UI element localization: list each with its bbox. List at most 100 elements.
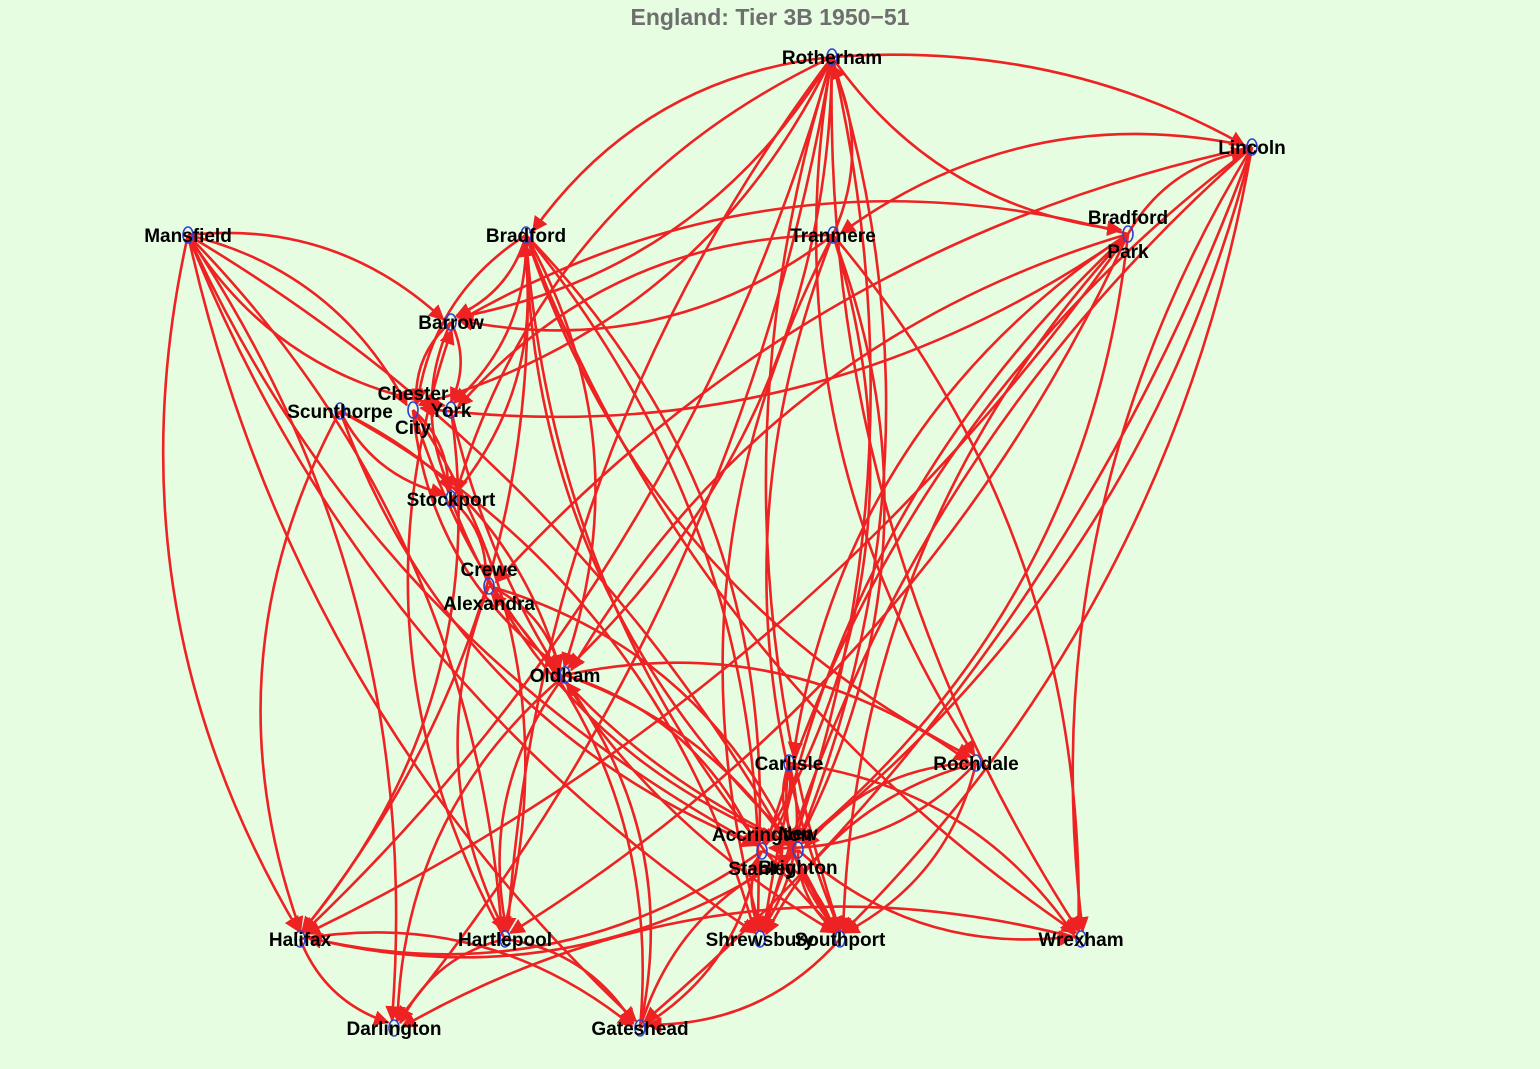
node-carlisle[interactable]: Carlisle (755, 754, 824, 775)
node-york[interactable]: York (431, 401, 472, 422)
edge-oldham-to-southport (564, 673, 837, 935)
edge-tranmere-to-wrexham (832, 234, 1087, 934)
node-scunthorpe[interactable]: Scunthorpe (287, 402, 393, 423)
node-label: Alexandra (443, 594, 535, 615)
node-lincoln[interactable]: Lincoln (1218, 138, 1286, 159)
node-marker (499, 930, 511, 948)
node-label: Bradford (486, 226, 566, 247)
node-label: York (431, 401, 472, 422)
node-shrewsbury[interactable]: Shrewsbury (706, 930, 815, 951)
node-southport[interactable]: Southport (795, 930, 886, 951)
node-label: Barrow (418, 313, 484, 334)
node-marker (792, 841, 804, 859)
node-marker (407, 401, 419, 419)
edge-hartlepool-to-darlington (399, 937, 506, 1025)
edge-rotherham-to-chester-city (417, 56, 834, 409)
node-label: Oldham (530, 666, 601, 687)
node-oldham[interactable]: Oldham (530, 666, 601, 687)
edge-bradford-park-to-lincoln (1126, 146, 1247, 235)
node-hartlepool[interactable]: Hartlepool (458, 930, 552, 951)
edge-mansfield-to-barrow (187, 231, 445, 321)
edge-rotherham-to-barrow (456, 56, 834, 323)
edge-mansfield-to-chester-city (187, 233, 408, 407)
edge-scunthorpe-to-oldham (339, 409, 564, 671)
node-marker (756, 842, 768, 860)
node-halifax[interactable]: Halifax (269, 930, 332, 951)
node-marker (826, 48, 838, 66)
edge-rotherham-to-rochdale (814, 56, 976, 757)
edge-lincoln-to-new-brighton (801, 146, 1254, 845)
edge-scunthorpe-to-halifax (259, 410, 342, 933)
edge-mansfield-to-darlington (186, 234, 401, 1022)
edge-hartlepool-to-gateshead (504, 937, 635, 1025)
edge-rotherham-to-wrexham (830, 56, 1080, 933)
node-label: Tranmere (790, 226, 876, 247)
edge-york-to-halifax (301, 409, 460, 933)
node-rochdale[interactable]: Rochdale (933, 754, 1019, 775)
node-marker (1122, 225, 1134, 243)
edge-halifax-to-darlington (298, 938, 390, 1026)
node-barrow[interactable]: Barrow (418, 313, 484, 334)
edge-rotherham-to-hartlepool (500, 56, 834, 934)
node-marker (754, 930, 766, 948)
edge-barrow-to-york (449, 321, 465, 404)
edge-mansfield-to-halifax (161, 234, 300, 933)
node-marker (294, 930, 306, 948)
edge-rochdale-to-new-brighton (804, 761, 977, 848)
node-label: Southport (795, 930, 886, 951)
edge-southport-to-gateshead (645, 938, 841, 1033)
edge-bradford-park-to-halifax (304, 233, 1130, 935)
node-label: Halifax (269, 930, 332, 951)
edge-tranmere-to-york (457, 233, 834, 408)
edge-bradford-to-southport (524, 234, 838, 933)
node-marker (783, 754, 795, 772)
edge-oldham-to-rochdale (564, 661, 970, 763)
node-label: Shrewsbury (706, 930, 815, 951)
node-marker (834, 930, 846, 948)
node-stockport[interactable]: Stockport (407, 490, 496, 511)
edge-bradford-park-to-new-brighton (800, 233, 1130, 844)
node-bradford[interactable]: Bradford (486, 226, 566, 247)
edge-bradford-to-wrexham (524, 234, 1078, 934)
node-label: Accrington (712, 825, 812, 846)
node-label: Hartlepool (458, 930, 552, 951)
node-label: Bradford (1088, 208, 1168, 229)
edge-rotherham-to-southport (764, 56, 843, 933)
edge-carlisle-to-new-brighton (781, 762, 799, 844)
node-marker (1075, 930, 1087, 948)
node-marker (388, 1019, 400, 1037)
node-label: Wrexham (1038, 930, 1123, 951)
edge-mansfield-to-gateshead (186, 234, 638, 1023)
node-mansfield[interactable]: Mansfield (144, 226, 232, 247)
node-label: Brighton (758, 858, 837, 879)
edge-bradford-park-to-chester-city (419, 232, 1129, 419)
edge-rochdale-to-shrewsbury (765, 761, 977, 936)
edge-crewe-alexandra-to-new-brighton (488, 584, 794, 847)
edge-lincoln-to-gateshead (643, 146, 1254, 1023)
node-tranmere[interactable]: Tranmere (790, 226, 876, 247)
node-darlington[interactable]: Darlington (347, 1019, 442, 1040)
node-gateshead[interactable]: Gateshead (591, 1019, 688, 1040)
node-rotherham[interactable]: Rotherham (782, 48, 882, 69)
node-marker (827, 226, 839, 244)
edge-rotherham-to-shrewsbury (758, 56, 872, 933)
edge-hartlepool-to-barrow (406, 328, 507, 940)
node-label: Mansfield (144, 226, 232, 247)
edge-crewe-alexandra-to-hartlepool (456, 585, 506, 933)
node-label: Darlington (347, 1019, 442, 1040)
node-marker (970, 754, 982, 772)
node-wrexham[interactable]: Wrexham (1038, 930, 1123, 951)
edge-rotherham-to-bradford-park (830, 56, 1123, 237)
edge-scunthorpe-to-shrewsbury (339, 409, 759, 935)
node-label: Stanley (728, 859, 796, 880)
edge-halifax-to-gateshead (299, 931, 634, 1027)
edge-chester-city-to-stockport (412, 409, 457, 494)
edge-gateshead-to-crewe-alexandra (490, 592, 644, 1029)
